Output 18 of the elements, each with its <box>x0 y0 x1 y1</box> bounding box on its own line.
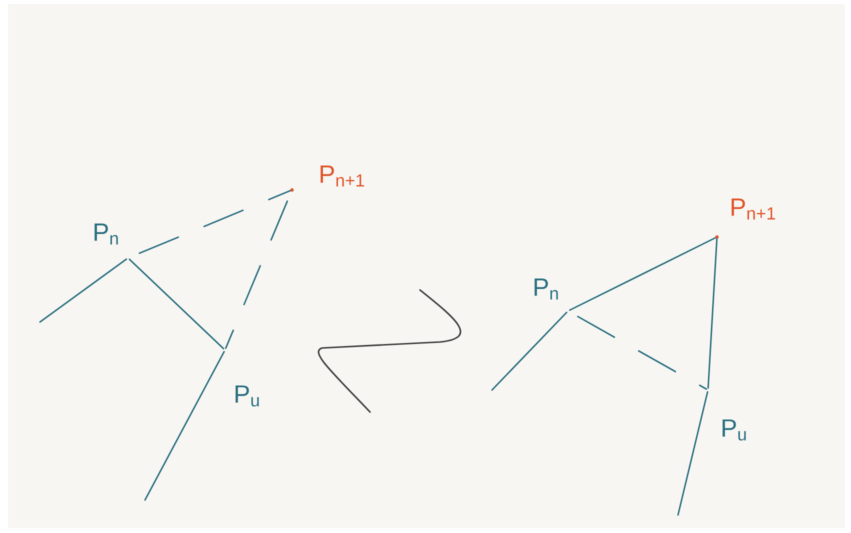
line <box>128 258 224 350</box>
point-label: P$_{n}$ <box>94 224 118 244</box>
line <box>225 200 288 349</box>
line <box>707 238 718 389</box>
point-label: P$_{n+1}$ <box>732 198 776 220</box>
line <box>39 258 128 323</box>
point <box>715 235 719 239</box>
line <box>577 316 708 390</box>
point-label: P$_{n}$ <box>534 278 558 300</box>
line <box>491 312 568 391</box>
point <box>290 188 294 192</box>
point-label: P$_{u}$ <box>722 419 746 441</box>
line <box>138 190 291 254</box>
point-label: P$_{n+1}$ <box>320 166 364 186</box>
line <box>677 391 708 516</box>
line <box>144 350 225 501</box>
line <box>569 237 716 311</box>
point-label: P$_{u}$ <box>236 385 259 407</box>
